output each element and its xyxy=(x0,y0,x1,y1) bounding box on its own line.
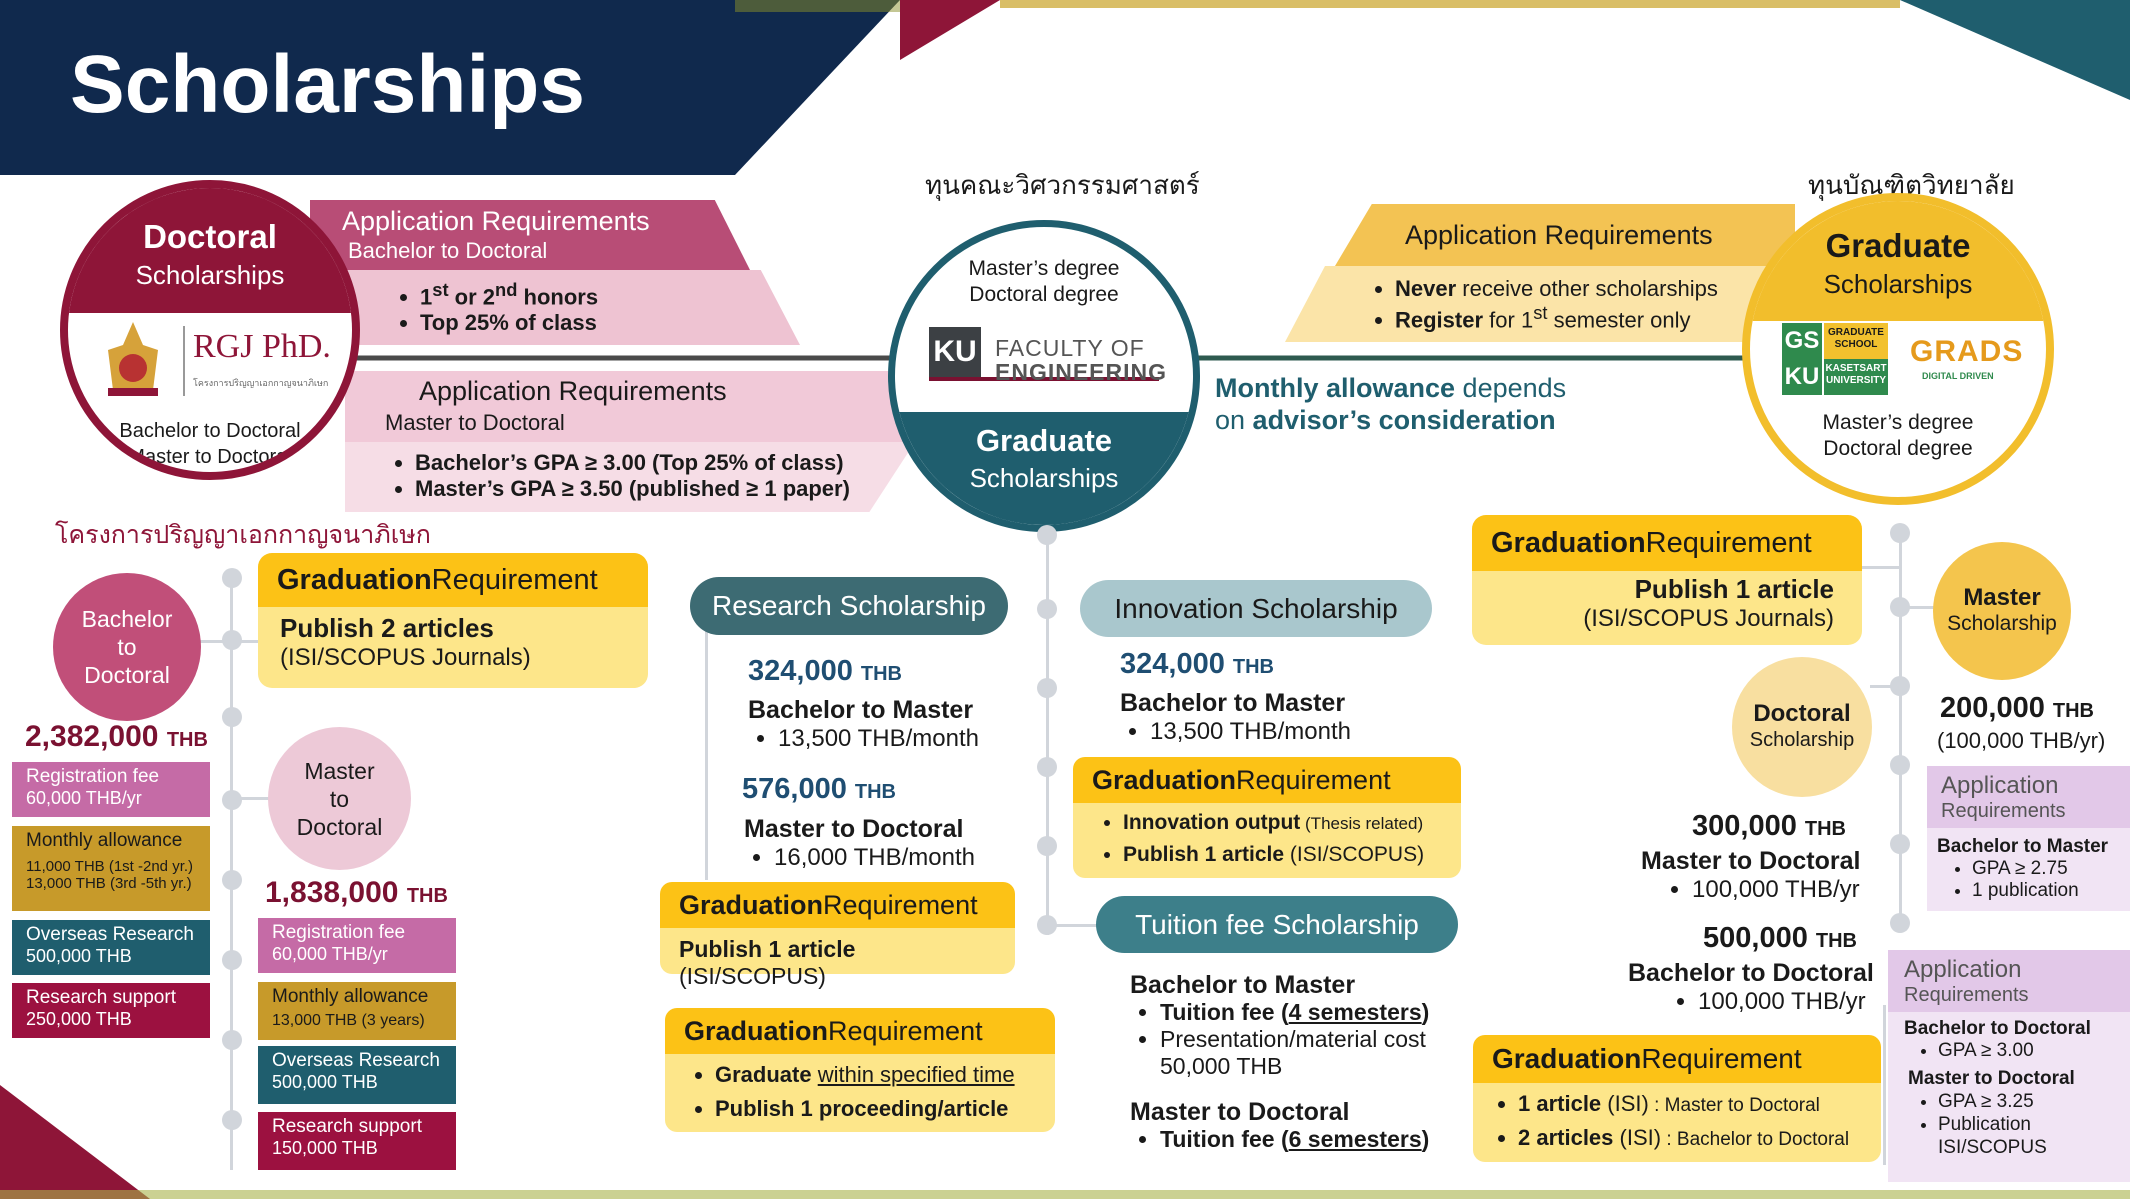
master-application-requirements: Application Requirements Bachelor to Mas… xyxy=(1927,766,2130,911)
doctoral-req1-title: Application Requirements xyxy=(342,206,650,236)
tuition-scholarship-pill: Tuition fee Scholarship xyxy=(1096,896,1458,953)
doctoral-route-1: Bachelor to Doctoral xyxy=(119,420,301,442)
ku-logo-icon: KU xyxy=(929,327,981,377)
doctoral-req1-banner: Application Requirements Bachelor to Doc… xyxy=(310,200,750,270)
tuition-route-2: Master to Doctoral xyxy=(1130,1098,1350,1126)
shared-graduation-requirement: Graduation Requirement Graduate within s… xyxy=(665,1008,1055,1132)
tuition-item1: Tuition fee (4 semesters) xyxy=(1160,999,1429,1026)
doctoral-req1-item2: Top 25% of class xyxy=(420,310,598,336)
doctoral-graduation-line2: (ISI/SCOPUS Journals) xyxy=(280,644,531,671)
faculty-degree1: Master’s degree xyxy=(968,257,1120,280)
research-scholarship-pill: Research Scholarship xyxy=(690,577,1008,635)
faculty-degree2: Doctoral degree xyxy=(969,283,1119,306)
innovation-monthly-1: 13,500 THB/month xyxy=(1150,718,1351,746)
doctoral-scholarship-circle: Doctoral Scholarships RGJ PhD. โครงการปร… xyxy=(60,180,360,480)
doctoral-req2-item1: Bachelor’s GPA ≥ 3.00 (Top 25% of class) xyxy=(415,450,850,476)
rgj-thai-program: โครงการปริญญาเอกกาญจนาภิเษก xyxy=(55,521,431,549)
grad-school-req-body: Never receive other scholarships Registe… xyxy=(1285,266,1785,342)
faculty-scholarship-circle: Master’s degree Doctoral degree KU FACUL… xyxy=(888,220,1200,532)
faculty-subtitle: Scholarships xyxy=(969,463,1119,493)
innovation-scholarship-pill: Innovation Scholarship xyxy=(1080,580,1432,637)
doctoral-req2-item2: Master’s GPA ≥ 3.50 (published ≥ 1 paper… xyxy=(415,476,850,502)
doctoral-route-2: Master to Doctoral xyxy=(128,446,292,468)
research-monthly-1: 13,500 THB/month xyxy=(778,725,979,753)
master-scholarship-amount: 200,000 THB xyxy=(1940,692,2094,724)
doctoral-title: Doctoral xyxy=(143,218,277,255)
gs-d1-route: Master to Doctoral xyxy=(1641,847,1861,875)
gs-d2-per-year: 100,000 THB/yr xyxy=(1698,988,1866,1016)
monthly-allowance-note: Monthly allowance depends on advisor’s c… xyxy=(1215,373,1567,435)
research-monthly-2: 16,000 THB/month xyxy=(774,844,975,872)
doctoral-req2-body: Bachelor’s GPA ≥ 3.00 (Top 25% of class)… xyxy=(345,442,915,512)
grad-school-req-title: Application Requirements xyxy=(1405,220,1713,250)
innovation-graduation-requirement: Graduation Requirement Innovation output… xyxy=(1073,757,1461,878)
doctoral-subtitle: Scholarships xyxy=(135,260,285,290)
research-route-2: Master to Doctoral xyxy=(744,815,964,843)
page-title: Scholarships xyxy=(70,39,585,130)
doctoral-req1-subtitle: Bachelor to Doctoral xyxy=(348,238,548,263)
gs-d1-per-year: 100,000 THB/yr xyxy=(1692,876,1860,904)
gs-d2-route: Bachelor to Doctoral xyxy=(1628,959,1874,987)
grads-logo-text: GRADS xyxy=(1910,335,2024,368)
innovation-route-1: Bachelor to Master xyxy=(1120,689,1346,717)
doctoral-req2-title: Application Requirements xyxy=(419,376,727,406)
grad-master-graduation-requirement: Graduation Requirement Publish 1 article… xyxy=(1472,515,1862,645)
grads-logo-subtext: DIGITAL DRIVEN xyxy=(1922,371,1994,381)
tuition-route-1: Bachelor to Master xyxy=(1130,971,1356,999)
b2d-amount: 2,382,000 THB xyxy=(25,720,208,753)
doctoral-req1-item1: 1st or 2nd honors xyxy=(420,279,598,310)
doctoral-req1-body: 1st or 2nd honors Top 25% of class xyxy=(310,270,800,345)
grad-school-degree2: Doctoral degree xyxy=(1823,437,1973,460)
doctoral-graduation-requirement: Graduation Requirement Publish 2 article… xyxy=(258,553,648,688)
research-amount-2: 576,000 THB xyxy=(742,773,896,805)
gs-d2-amount: 500,000 THB xyxy=(1703,922,1857,954)
research-route-1: Bachelor to Master xyxy=(748,696,974,724)
faculty-logo-line2: ENGINEERING xyxy=(995,359,1168,385)
grad-doc-graduation-requirement: Graduation Requirement 1 article (ISI) :… xyxy=(1473,1035,1881,1162)
tuition-item3: Tuition fee (6 semesters) xyxy=(1160,1126,1429,1153)
m2d-amount: 1,838,000 THB xyxy=(265,876,448,909)
royal-emblem-icon xyxy=(98,320,168,400)
grad-school-subtitle: Scholarships xyxy=(1823,269,1973,299)
rgj-logo-subtext: โครงการปริญญาเอกกาญจนาภิเษก xyxy=(193,378,329,388)
innovation-amount-1: 324,000 THB xyxy=(1120,648,1274,680)
doctoral-req2-banner: Application Requirements Master to Docto… xyxy=(345,371,920,442)
gs-d1-amount: 300,000 THB xyxy=(1692,810,1846,842)
faculty-title: Graduate xyxy=(975,423,1113,458)
research-graduation-requirement: Graduation Requirement Publish 1 article… xyxy=(660,882,1015,989)
research-amount-1: 324,000 THB xyxy=(748,655,902,687)
faculty-logo-line1: FACULTY OF xyxy=(995,335,1145,361)
gs-logo-icon: GS xyxy=(1782,323,1822,359)
doctoral-application-requirements: Application Requirements Bachelor to Doc… xyxy=(1888,950,2130,1182)
grad-school-degree1: Master’s degree xyxy=(1822,411,1974,434)
doctoral-graduation-line1: Publish 2 articles xyxy=(280,613,494,643)
grad-school-req-banner: Application Requirements xyxy=(1335,204,1795,266)
doctoral-req2-subtitle: Master to Doctoral xyxy=(385,410,565,435)
gs-ku-logo-icon: KU xyxy=(1782,359,1822,395)
grad-school-title: Graduate xyxy=(1825,227,1971,264)
master-scholarship-per-year: (100,000 THB/yr) xyxy=(1937,728,2106,753)
faculty-thai-label: ทุนคณะวิศวกรรมศาสตร์ xyxy=(925,170,1200,200)
rgj-logo-text: RGJ PhD. xyxy=(193,328,331,365)
